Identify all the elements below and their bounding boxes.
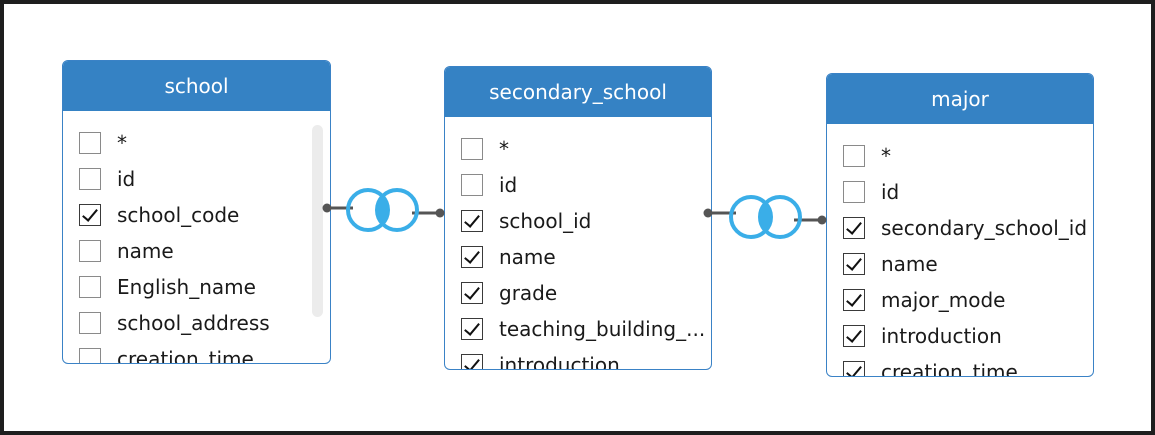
field-checkbox[interactable] (843, 217, 865, 239)
connector-dot (322, 203, 332, 213)
field-checkbox[interactable] (79, 168, 101, 190)
field-name: creation_time (881, 360, 1018, 376)
field-row[interactable]: introduction (461, 347, 711, 369)
connector-dot (703, 208, 713, 218)
field-name: creation_time (117, 347, 254, 363)
field-name: school_address (117, 311, 270, 335)
field-checkbox[interactable] (461, 354, 483, 369)
field-name: * (117, 131, 127, 155)
field-name: name (881, 252, 938, 276)
join-link-secondary-school-major[interactable] (703, 195, 827, 239)
field-checkbox[interactable] (461, 210, 483, 232)
field-checkbox[interactable] (843, 145, 865, 167)
field-name: name (117, 239, 174, 263)
field-checkbox[interactable] (461, 282, 483, 304)
field-row[interactable]: * (79, 125, 330, 161)
join-link-school-secondary-school[interactable] (322, 188, 445, 232)
scrollbar[interactable] (312, 125, 323, 317)
field-checkbox[interactable] (461, 138, 483, 160)
field-row[interactable]: name (79, 233, 330, 269)
field-row[interactable]: major_mode (843, 282, 1093, 318)
field-checkbox[interactable] (79, 240, 101, 262)
field-row[interactable]: id (843, 174, 1093, 210)
field-row[interactable]: name (843, 246, 1093, 282)
field-checkbox[interactable] (79, 276, 101, 298)
field-name: id (117, 167, 136, 191)
field-row[interactable]: grade (461, 275, 711, 311)
field-row[interactable]: school_address (79, 305, 330, 341)
field-name: major_mode (881, 288, 1006, 312)
field-checkbox[interactable] (461, 246, 483, 268)
field-row[interactable]: name (461, 239, 711, 275)
field-name: teaching_building_... (499, 317, 706, 341)
field-row[interactable]: secondary_school_id (843, 210, 1093, 246)
field-name: id (499, 173, 518, 197)
field-name: introduction (499, 353, 620, 369)
field-name: * (499, 137, 509, 161)
field-checkbox[interactable] (843, 325, 865, 347)
field-row[interactable]: * (461, 131, 711, 167)
field-row[interactable]: school_code (79, 197, 330, 233)
field-name: secondary_school_id (881, 216, 1088, 240)
table-header[interactable]: major (827, 74, 1093, 124)
connector-dot (817, 215, 827, 225)
field-row[interactable]: creation_time (843, 354, 1093, 376)
field-checkbox[interactable] (79, 348, 101, 363)
field-checkbox[interactable] (843, 289, 865, 311)
field-checkbox[interactable] (461, 318, 483, 340)
field-row[interactable]: * (843, 138, 1093, 174)
field-row[interactable]: creation_time (79, 341, 330, 363)
table-header[interactable]: school (63, 61, 330, 111)
field-name: English_name (117, 275, 256, 299)
field-checkbox[interactable] (79, 204, 101, 226)
field-name: * (881, 144, 891, 168)
field-row[interactable]: id (461, 167, 711, 203)
table-header[interactable]: secondary_school (445, 67, 711, 117)
field-row[interactable]: teaching_building_... (461, 311, 711, 347)
field-name: introduction (881, 324, 1002, 348)
field-checkbox[interactable] (461, 174, 483, 196)
field-checkbox[interactable] (79, 132, 101, 154)
field-name: school_code (117, 203, 240, 227)
field-name: id (881, 180, 900, 204)
field-name: school_id (499, 209, 592, 233)
field-checkbox[interactable] (79, 312, 101, 334)
field-row[interactable]: English_name (79, 269, 330, 305)
field-checkbox[interactable] (843, 361, 865, 376)
field-checkbox[interactable] (843, 253, 865, 275)
field-name: name (499, 245, 556, 269)
inner-join-icon[interactable] (346, 188, 419, 232)
field-row[interactable]: school_id (461, 203, 711, 239)
field-checkbox[interactable] (843, 181, 865, 203)
field-row[interactable]: introduction (843, 318, 1093, 354)
field-row[interactable]: id (79, 161, 330, 197)
connector-dot (435, 208, 445, 218)
inner-join-icon[interactable] (729, 195, 802, 239)
field-name: grade (499, 281, 558, 305)
